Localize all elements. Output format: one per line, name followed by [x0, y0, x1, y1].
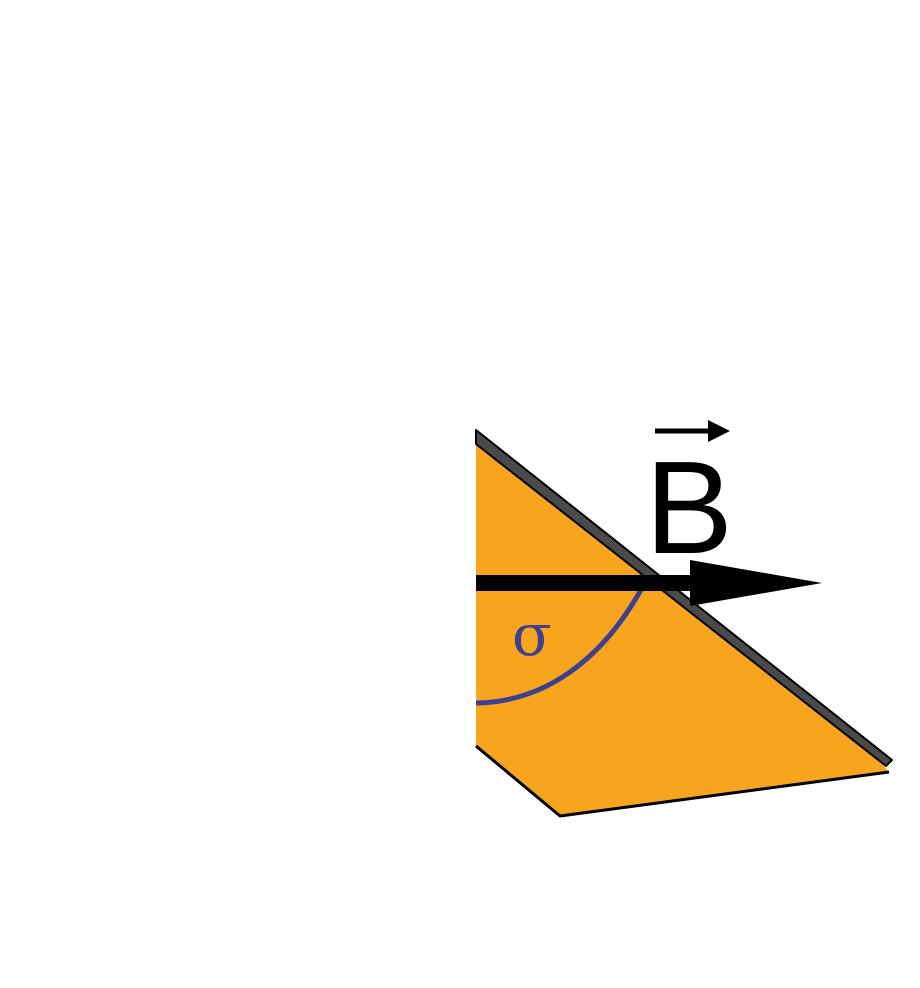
angle-label: σ [512, 601, 552, 669]
field-vector-arrow [476, 560, 822, 606]
field-vector-arrowhead [690, 560, 822, 606]
field-label: B [645, 434, 733, 581]
vector-overbar-arrowhead [708, 420, 730, 442]
inclined-plane [476, 438, 889, 815]
plane-top-edge [475, 429, 893, 767]
plane-outline [475, 744, 890, 818]
field-vector-label: B [645, 420, 733, 581]
angle-arc [475, 586, 645, 706]
